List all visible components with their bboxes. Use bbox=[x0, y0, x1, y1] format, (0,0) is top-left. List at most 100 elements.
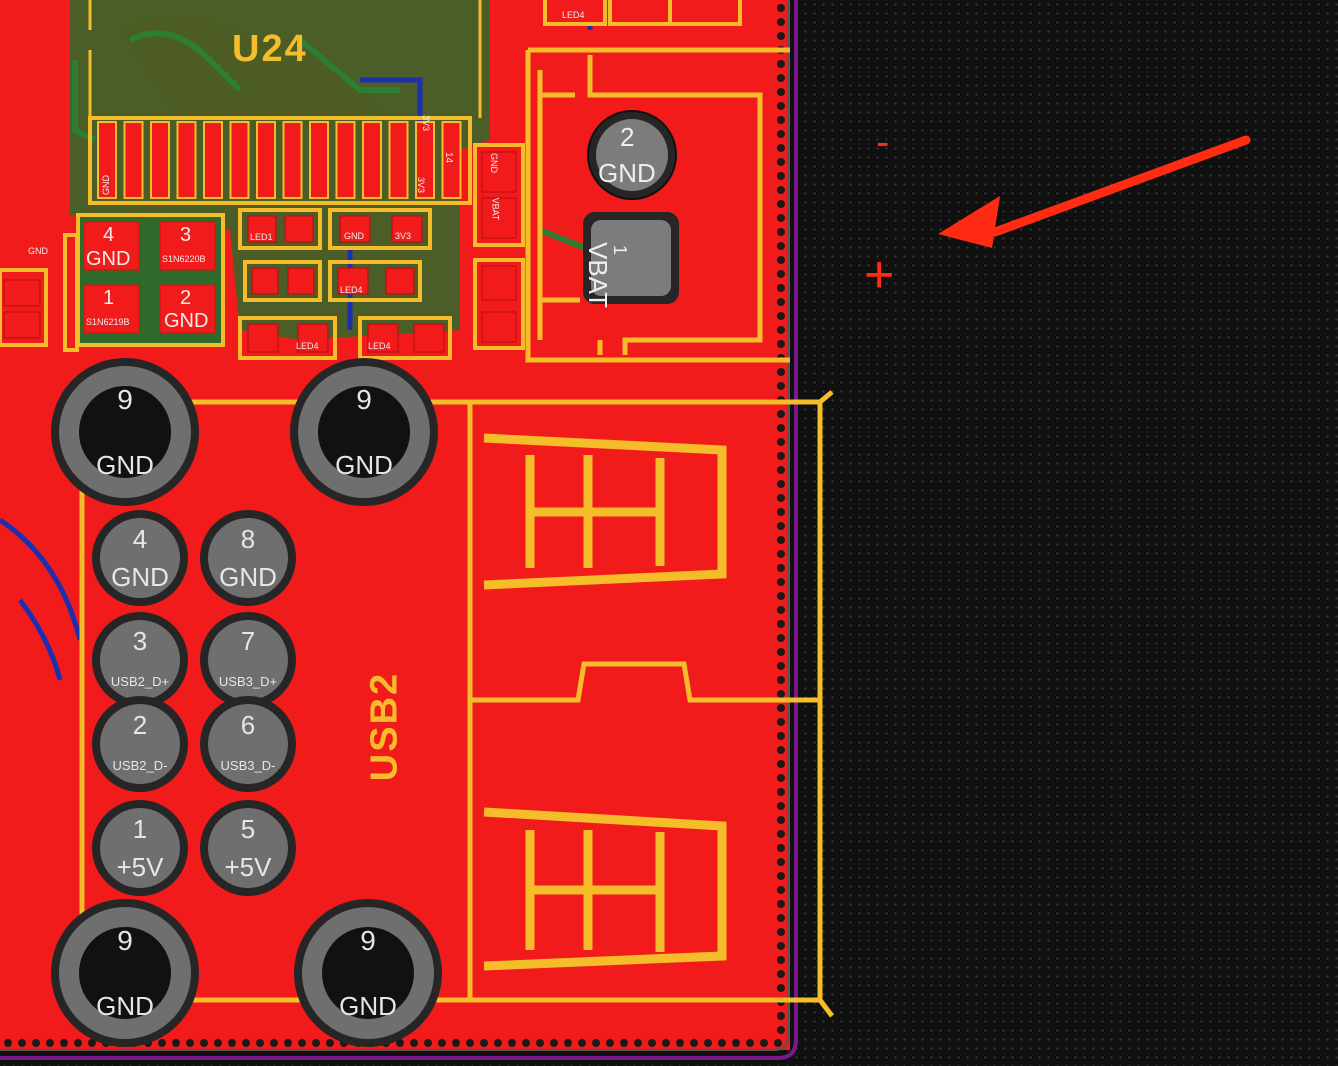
via bbox=[777, 564, 785, 572]
via bbox=[508, 1039, 516, 1047]
ic-pad bbox=[150, 121, 170, 199]
via bbox=[326, 1039, 334, 1047]
ic-pad bbox=[309, 121, 329, 199]
via bbox=[690, 1039, 698, 1047]
via bbox=[777, 578, 785, 586]
via bbox=[777, 606, 785, 614]
via bbox=[4, 1039, 12, 1047]
via bbox=[760, 1039, 768, 1047]
led4-label-b: LED4 bbox=[296, 341, 319, 351]
via bbox=[88, 1039, 96, 1047]
via bbox=[312, 1039, 320, 1047]
via bbox=[777, 270, 785, 278]
via bbox=[777, 186, 785, 194]
via bbox=[777, 802, 785, 810]
ic-pad bbox=[97, 121, 117, 199]
usb-pin-number: 9 bbox=[360, 925, 376, 956]
via bbox=[634, 1039, 642, 1047]
via bbox=[777, 984, 785, 992]
pad-1-number: 1 bbox=[103, 287, 115, 309]
battery-holder-outline bbox=[525, 47, 790, 363]
polarity-minus: - bbox=[876, 120, 890, 164]
via bbox=[777, 494, 785, 502]
via bbox=[777, 158, 785, 166]
usb-pad bbox=[208, 620, 288, 700]
via bbox=[777, 382, 785, 390]
via bbox=[777, 956, 785, 964]
via bbox=[777, 746, 785, 754]
via bbox=[60, 1039, 68, 1047]
usb-pad-hole bbox=[322, 927, 414, 1019]
via bbox=[298, 1039, 306, 1047]
via bbox=[777, 620, 785, 628]
via bbox=[777, 592, 785, 600]
via bbox=[704, 1039, 712, 1047]
vbat-small-label: VBAT bbox=[490, 197, 501, 221]
annotation-arrow bbox=[938, 135, 1251, 248]
via bbox=[777, 340, 785, 348]
ic-pad bbox=[203, 121, 223, 199]
polarity-plus: + bbox=[864, 246, 895, 304]
pad-4-net: GND bbox=[86, 248, 131, 270]
usb-pad bbox=[100, 518, 180, 598]
via bbox=[777, 228, 785, 236]
pad-2-number: 2 bbox=[180, 287, 192, 309]
via bbox=[777, 410, 785, 418]
usb-pin-number: 5 bbox=[240, 814, 256, 844]
via bbox=[777, 368, 785, 376]
usb-pin-number: 1 bbox=[132, 814, 148, 844]
ic-pad bbox=[388, 121, 409, 199]
via bbox=[620, 1039, 628, 1047]
ic-pad bbox=[256, 121, 276, 199]
usb2-label: USB2 bbox=[363, 671, 406, 782]
u24-outline bbox=[88, 116, 472, 205]
via bbox=[438, 1039, 446, 1047]
via bbox=[777, 284, 785, 292]
usb-pin-number: 9 bbox=[356, 384, 372, 415]
via bbox=[777, 536, 785, 544]
via bbox=[777, 858, 785, 866]
via bbox=[777, 1026, 785, 1034]
via bbox=[396, 1039, 404, 1047]
usb-pad bbox=[100, 620, 180, 700]
via bbox=[522, 1039, 530, 1047]
via bbox=[777, 970, 785, 978]
usb-pin-net: GND bbox=[96, 991, 154, 1021]
via bbox=[777, 704, 785, 712]
ic-pad bbox=[282, 121, 303, 199]
via bbox=[718, 1039, 726, 1047]
ic-pad bbox=[176, 121, 197, 199]
usb-pin-number: 9 bbox=[117, 384, 133, 415]
pad-3-number: 3 bbox=[180, 224, 192, 246]
ic-pad bbox=[415, 121, 435, 199]
via bbox=[452, 1039, 460, 1047]
via bbox=[777, 788, 785, 796]
pad-2-net: GND bbox=[164, 310, 209, 332]
usb-pin-net: GND bbox=[111, 562, 169, 592]
usb-pin-net: GND bbox=[219, 562, 277, 592]
via bbox=[172, 1039, 180, 1047]
battery-pin1-number: 1 bbox=[610, 245, 630, 256]
via bbox=[777, 480, 785, 488]
usb-pad bbox=[100, 704, 180, 784]
via bbox=[578, 1039, 586, 1047]
via bbox=[777, 522, 785, 530]
board-outline bbox=[0, 0, 789, 1051]
via bbox=[200, 1039, 208, 1047]
via bbox=[564, 1039, 572, 1047]
via bbox=[777, 298, 785, 306]
via bbox=[777, 816, 785, 824]
led4-label-d: LED4 bbox=[562, 10, 585, 20]
routing-region-2 bbox=[120, 17, 380, 131]
via bbox=[777, 200, 785, 208]
usb-pin-number: 4 bbox=[132, 524, 148, 554]
via bbox=[777, 452, 785, 460]
via bbox=[777, 760, 785, 768]
via bbox=[777, 466, 785, 474]
usb-pad-hole bbox=[79, 927, 171, 1019]
via bbox=[732, 1039, 740, 1047]
via-row-bottom bbox=[4, 1039, 782, 1047]
via bbox=[466, 1039, 474, 1047]
via bbox=[242, 1039, 250, 1047]
